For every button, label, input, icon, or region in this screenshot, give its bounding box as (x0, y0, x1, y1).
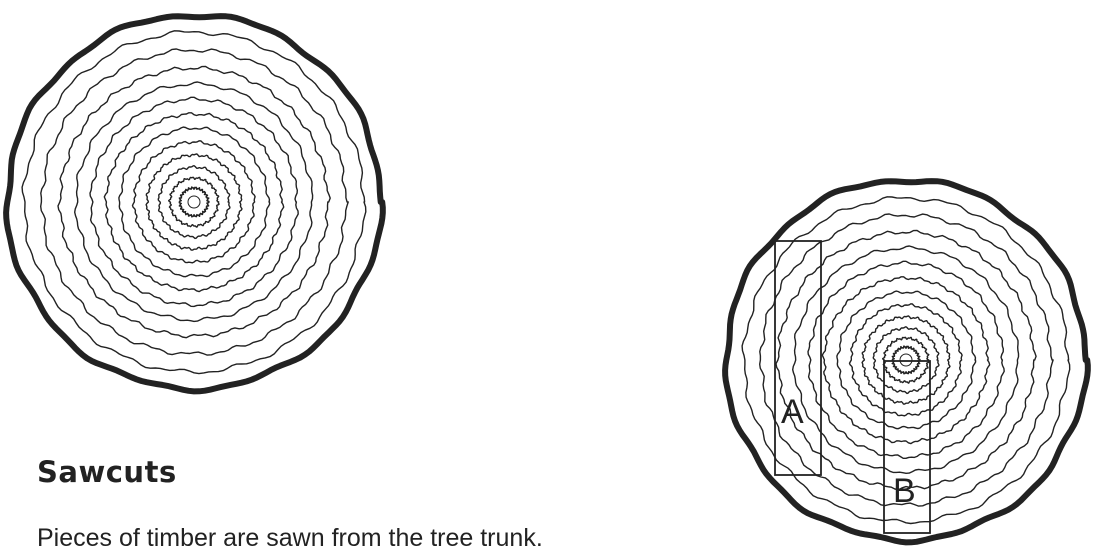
section-heading: Sawcuts (37, 455, 177, 489)
sawcut-label-a: A (781, 395, 804, 429)
pith-centre (900, 354, 912, 366)
growth-ring (850, 304, 963, 416)
sawcut-a-outline (775, 241, 821, 475)
growth-ring (837, 291, 976, 429)
growth-ring (760, 214, 1053, 506)
sawcut-label-b: B (893, 474, 916, 508)
body-text: Pieces of timber are sawn from the tree … (37, 524, 543, 547)
growth-ring (793, 246, 1019, 473)
growth-ring (892, 346, 920, 374)
